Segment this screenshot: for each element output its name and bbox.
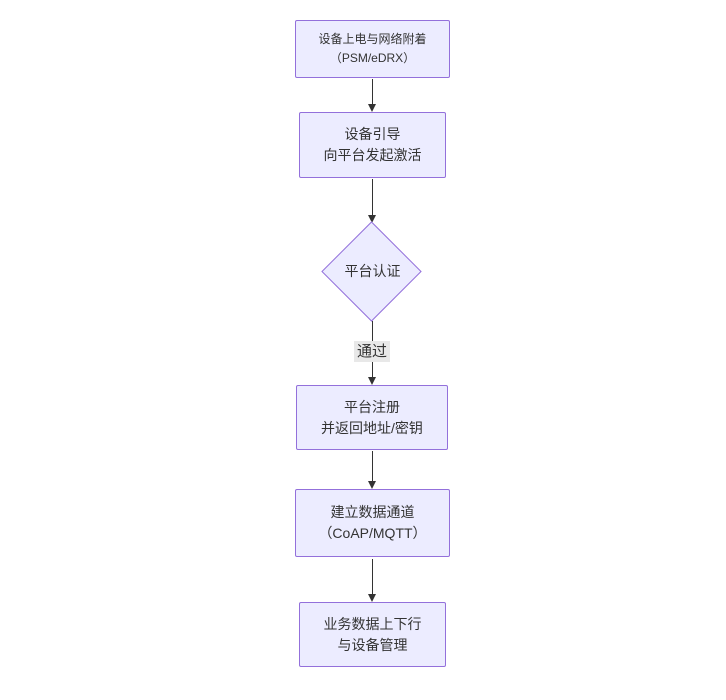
arrow-line-register-to-channel [372,451,373,482]
node-platform-register: 平台注册 并返回地址/密钥 [296,385,448,450]
node-power-attach: 设备上电与网络附着 （PSM/eDRX） [295,20,450,78]
node-bootstrap-line1: 设备引导 [344,126,401,142]
node-business-data-line2: 与设备管理 [337,636,408,653]
node-data-channel: 建立数据通道 （CoAP/MQTT） [295,489,450,557]
edge-label-pass: 通过 [354,341,391,362]
node-power-attach-line1: 设备上电与网络附着 [318,32,427,46]
arrow-line-channel-to-business [372,559,373,595]
node-business-data: 业务数据上下行 与设备管理 [299,602,446,667]
node-power-attach-line2: （PSM/eDRX） [329,51,416,65]
node-data-channel-line1: 建立数据通道 [330,504,415,520]
arrowhead-icon [368,104,376,112]
arrowhead-icon [368,377,376,385]
node-platform-register-line1: 平台注册 [344,398,400,415]
node-bootstrap-line2: 向平台发起激活 [323,147,422,163]
node-data-channel-line2: （CoAP/MQTT） [318,525,427,541]
arrowhead-icon [368,481,376,489]
arrow-line-power-to-bootstrap [372,79,373,105]
node-business-data-line1: 业务数据上下行 [323,615,422,632]
arrow-line-bootstrap-to-auth [372,179,373,216]
node-platform-auth-label: 平台认证 [344,263,401,279]
arrowhead-icon [368,215,376,223]
arrowhead-icon [368,594,376,602]
node-platform-register-line2: 并返回地址/密钥 [321,419,423,436]
node-bootstrap: 设备引导 向平台发起激活 [299,112,446,178]
